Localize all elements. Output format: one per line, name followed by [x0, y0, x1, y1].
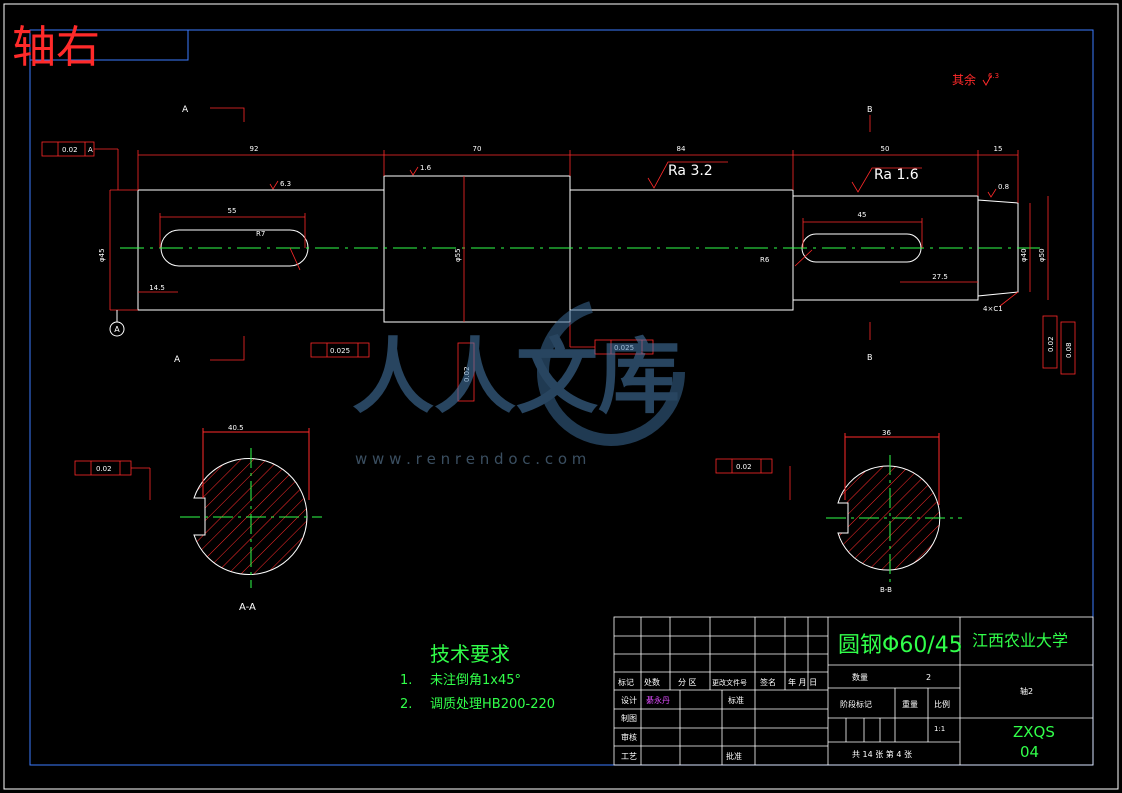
hdr-change-doc: 更改文件号	[712, 678, 747, 687]
dim-key2-len: 45	[858, 211, 867, 219]
tol-t4: 0.02	[463, 366, 471, 382]
sec-b-width: 36	[882, 429, 891, 437]
corner-title: 轴右	[12, 22, 100, 73]
tol-t2: 0.025	[330, 347, 350, 355]
datum-label: A	[114, 325, 120, 334]
dim-chamfer: 4×C1	[983, 305, 1003, 313]
sec-a-width: 40.5	[228, 424, 244, 432]
scale-value: 1:1	[934, 725, 945, 733]
watermark: 人人文库 w w w . r e n r e n d o c . c o m	[352, 298, 685, 468]
dim-len2: 70	[473, 145, 482, 153]
inner-border	[29, 29, 1094, 766]
dim-r-key1: R7	[256, 230, 265, 238]
drawing-sub: 04	[1020, 743, 1039, 761]
keyway-right	[801, 233, 922, 263]
hdr-count: 处数	[644, 677, 660, 687]
section-bb-label: B-B	[880, 586, 892, 594]
qty-label: 数量	[852, 672, 868, 682]
school-name: 江西农业大学	[972, 631, 1068, 650]
approve-label: 批准	[726, 751, 742, 761]
hdr-sign: 签名	[760, 677, 776, 687]
section-aa-label: A-A	[239, 602, 256, 613]
surface-note: 其余	[952, 72, 976, 87]
drawing-no: ZXQS	[1013, 723, 1055, 741]
tech-req-text-2: 调质处理HB200-220	[430, 697, 555, 712]
dim-dia2: φ55	[454, 248, 462, 262]
tol-t6: 0.08	[1065, 342, 1073, 358]
tol-t7: 0.02	[96, 465, 112, 473]
corner-box	[29, 29, 189, 61]
dim-len4: 50	[881, 145, 890, 153]
tech-req-text-1: 未注倒角1x45°	[430, 673, 521, 688]
roughness-r3: 6.3	[280, 180, 291, 188]
watermark-url: w w w . r e n r e n d o c . c o m	[355, 450, 586, 468]
section-b-top: B	[867, 105, 873, 114]
tol-datum: A	[88, 146, 93, 154]
shaft-profile	[137, 175, 1019, 323]
section-b-bottom: B	[867, 353, 873, 362]
watermark-text: 人人文库	[352, 330, 680, 425]
scale-label: 比例	[934, 699, 950, 709]
roughness-ra16: Ra 1.6	[874, 167, 919, 183]
qty-value: 2	[926, 673, 931, 682]
roughness-symbol-icon	[982, 75, 992, 86]
weight-label: 重量	[902, 699, 918, 709]
section-a-top: A	[182, 105, 189, 115]
process-label: 工艺	[621, 752, 637, 761]
outer-border	[3, 3, 1119, 790]
hdr-date: 年 月 日	[788, 677, 817, 687]
sheets-info: 共 14 张 第 4 张	[852, 749, 912, 759]
tech-req-num-2: 2.	[400, 697, 412, 712]
designer-label: 设计	[621, 695, 637, 705]
review-label: 审核	[621, 732, 637, 742]
dim-len1: 92	[250, 145, 259, 153]
title-block-grid	[613, 616, 1094, 766]
dim-dia3: φ50	[1038, 248, 1046, 262]
section-aa	[180, 428, 322, 588]
designer-name: 綦永丹	[646, 695, 670, 705]
material-spec: 圆钢Φ60/45	[838, 633, 963, 658]
tech-req-num-1: 1.	[400, 673, 412, 688]
dim-r-fillet: R6	[760, 256, 770, 264]
watermark-logo-icon	[537, 298, 685, 446]
roughness-r4: 1.6	[420, 164, 432, 172]
tolerance-frames	[41, 141, 1076, 500]
tech-req-title: 技术要求	[430, 642, 510, 666]
dim-key1-len: 55	[228, 207, 237, 215]
tol-t1: 0.02	[62, 146, 78, 154]
section-a-bottom: A	[174, 355, 181, 365]
surface-note-value: 6.3	[988, 72, 999, 80]
standard-label: 标准	[728, 695, 744, 705]
dim-dia4: φ40	[1020, 248, 1028, 262]
dimension-lines	[109, 107, 1049, 361]
tol-t3: 0.025	[614, 344, 634, 352]
hdr-zone: 分 区	[678, 678, 697, 687]
tol-t8: 0.02	[736, 463, 752, 471]
draw-label: 制图	[621, 713, 637, 723]
dim-key1-offset: 14.5	[149, 284, 165, 292]
dim-len3: 84	[677, 145, 686, 153]
hdr-mark: 标记	[618, 677, 634, 687]
keyway-left	[160, 229, 309, 267]
section-bb	[826, 433, 962, 582]
dim-len5: 15	[994, 145, 1003, 153]
tol-t5: 0.02	[1047, 336, 1055, 352]
dim-key2-offset: 27.5	[932, 273, 948, 281]
part-name: 轴2	[1020, 686, 1033, 696]
roughness-r5: 0.8	[998, 183, 1009, 191]
dim-dia1: φ45	[98, 248, 106, 262]
roughness-ra32: Ra 3.2	[668, 163, 713, 179]
stage-label: 阶段标记	[840, 699, 872, 709]
